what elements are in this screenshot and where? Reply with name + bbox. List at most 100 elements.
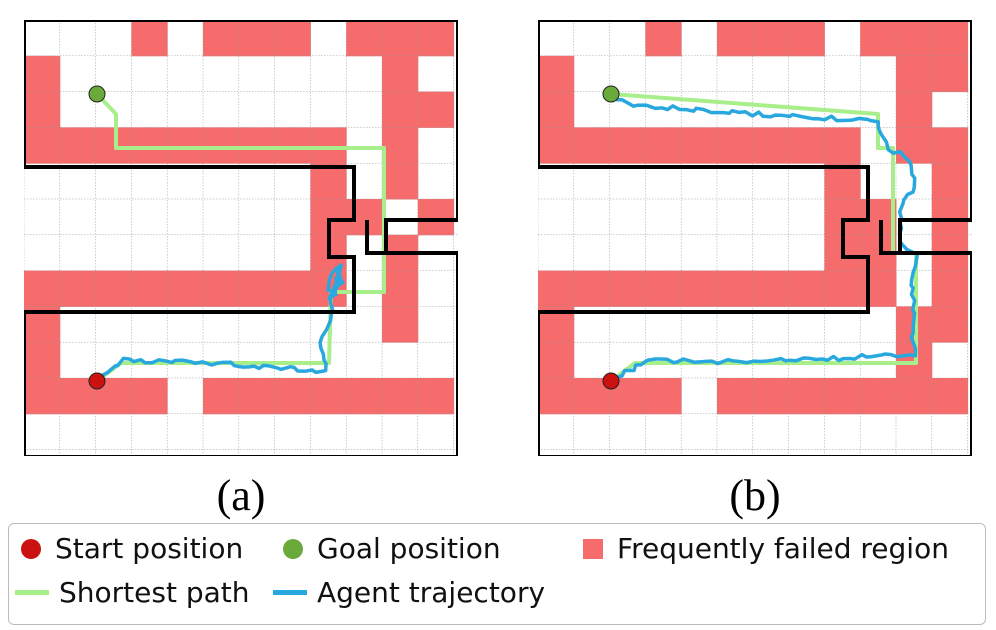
- legend-item-start: Start position: [21, 532, 243, 565]
- failed-cell: [609, 270, 646, 307]
- failed-cell: [59, 127, 97, 164]
- failed-cell: [24, 91, 61, 128]
- failed-cell: [645, 127, 682, 164]
- failed-cell: [382, 163, 419, 200]
- legend-label-failed: Frequently failed region: [617, 532, 949, 565]
- goal-marker-b: [602, 85, 620, 103]
- failed-cell: [95, 270, 132, 307]
- maze-divider-b: [879, 220, 910, 255]
- failed-cell: [203, 127, 240, 164]
- failed-cell: [609, 127, 646, 164]
- failed-cell: [346, 199, 383, 236]
- failed-cell: [382, 127, 419, 164]
- failed-cell: [24, 378, 61, 415]
- failed-cell: [382, 378, 419, 415]
- legend-item-shortest: Shortest path: [15, 576, 250, 609]
- start-marker-b: [602, 372, 620, 390]
- failed-cell: [24, 270, 61, 307]
- agent-trajectory-a: [97, 263, 345, 385]
- failed-cell: [274, 20, 311, 57]
- failed-cell: [681, 127, 718, 164]
- failed-cell: [824, 127, 861, 164]
- failed-cell: [896, 378, 933, 415]
- failed-cell: [131, 378, 168, 415]
- failed-cell: [24, 55, 61, 93]
- failed-cell: [752, 270, 790, 307]
- failed-cell: [167, 127, 204, 164]
- failed-cell: [931, 127, 969, 164]
- failed-cell: [931, 163, 969, 200]
- failed-cell: [131, 127, 168, 164]
- failed-cell: [931, 378, 969, 415]
- failed-cell: [382, 306, 419, 343]
- failed-cell: [59, 270, 97, 307]
- failed-cell: [538, 55, 575, 93]
- failed-cell: [931, 270, 969, 307]
- failed-cell: [24, 342, 61, 379]
- failed-cell: [645, 378, 682, 415]
- maze-divider-a: [365, 220, 396, 255]
- failed-cell: [538, 270, 575, 307]
- failed-cell: [788, 378, 825, 415]
- failed-cell: [131, 270, 168, 307]
- failed-cell: [24, 127, 61, 164]
- failed-cell: [788, 20, 825, 57]
- failed-cell: [824, 270, 861, 307]
- failed-cell: [382, 55, 419, 93]
- failed-cell: [310, 127, 347, 164]
- failed-cell: [382, 270, 419, 307]
- failed-cell: [896, 127, 933, 164]
- failed-cell: [538, 342, 575, 379]
- failed-cell: [681, 270, 718, 307]
- legend-label-start: Start position: [55, 532, 244, 565]
- failed-cell: [717, 378, 754, 415]
- legend-label-goal: Goal position: [317, 532, 501, 565]
- failed-cell: [310, 163, 347, 200]
- legend-item-failed: Frequently failed region: [583, 532, 949, 565]
- failed-cell: [346, 20, 383, 57]
- failed-cell: [167, 270, 204, 307]
- failed-cell: [382, 20, 419, 57]
- legend-item-goal: Goal position: [283, 532, 501, 565]
- maze-walls-a: [24, 20, 458, 456]
- failed-cell: [538, 91, 575, 128]
- shortest-path-line-icon: [15, 590, 49, 595]
- failed-cell: [573, 127, 611, 164]
- failed-cell: [203, 20, 240, 57]
- failed-cell: [238, 20, 276, 57]
- failed-cell: [717, 20, 754, 57]
- maze-panel-a: [24, 20, 458, 456]
- failed-cell: [274, 378, 311, 415]
- failed-cell: [573, 270, 611, 307]
- failed-cell: [274, 270, 311, 307]
- failed-cell: [238, 378, 276, 415]
- failed-cell: [788, 127, 825, 164]
- failed-cell: [131, 20, 168, 57]
- failed-cell: [896, 55, 933, 93]
- failed-cell: [238, 270, 276, 307]
- maze-walls-b: [538, 20, 972, 456]
- failed-cell: [417, 91, 455, 128]
- failed-cell: [824, 163, 861, 200]
- failed-cell: [931, 20, 969, 57]
- failed-cell: [538, 378, 575, 415]
- failed-cell: [860, 270, 897, 307]
- failed-cell: [346, 378, 383, 415]
- failed-cell: [788, 270, 825, 307]
- failed-cell: [645, 270, 682, 307]
- panel-caption-a: (a): [216, 471, 266, 520]
- failed-cell: [824, 378, 861, 415]
- failed-cell: [931, 55, 969, 93]
- failed-cell: [931, 306, 969, 343]
- failed-cell: [417, 378, 455, 415]
- goal-marker-icon: [283, 538, 303, 559]
- failed-cell: [417, 199, 455, 236]
- failed-cell: [238, 127, 276, 164]
- agent-trajectory-line-icon: [273, 590, 307, 595]
- start-marker-icon: [21, 538, 41, 559]
- failed-cell: [645, 20, 682, 57]
- legend-item-agent: Agent trajectory: [273, 576, 545, 609]
- failed-cell: [896, 20, 933, 57]
- legend-label-agent: Agent trajectory: [317, 576, 546, 609]
- failed-cell: [274, 127, 311, 164]
